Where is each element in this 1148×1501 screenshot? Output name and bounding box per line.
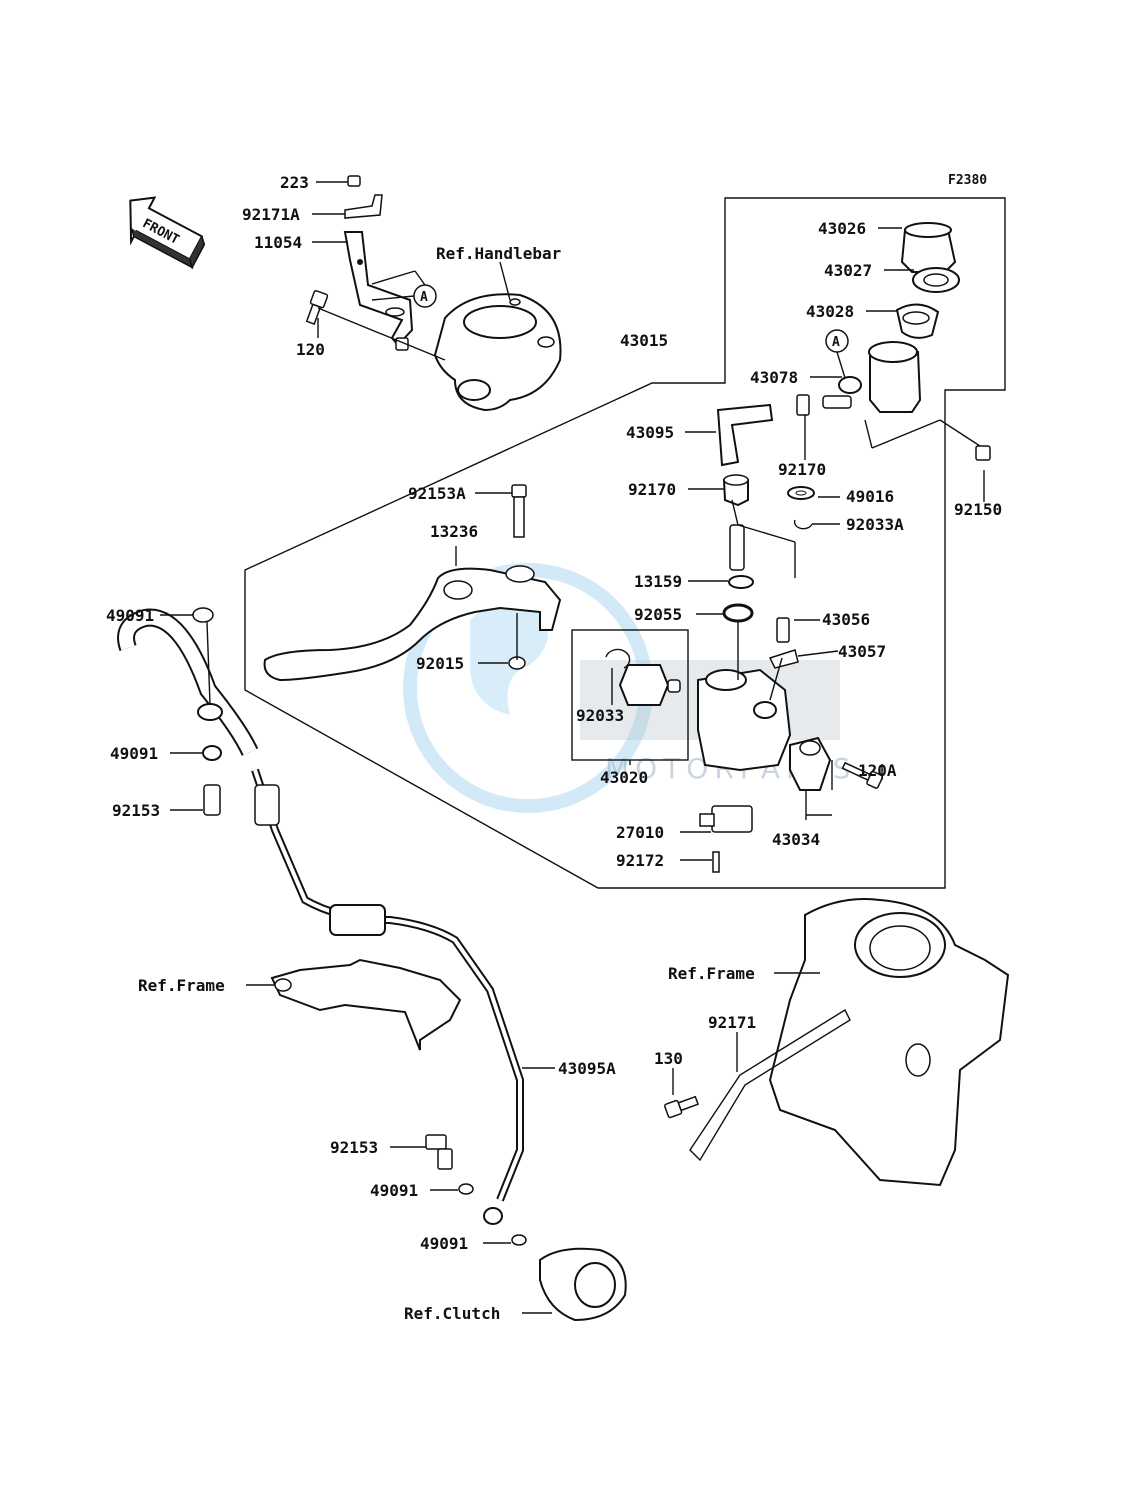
lever-parts <box>263 484 562 682</box>
label-92171: 92171 <box>708 1013 756 1032</box>
label-120A: 120A <box>858 761 897 780</box>
label-43020: 43020 <box>600 768 648 787</box>
label-223: 223 <box>280 173 309 192</box>
svg-text:A: A <box>832 335 840 350</box>
label-49016: 49016 <box>846 487 894 506</box>
figure-code: F2380 <box>948 173 987 188</box>
label-ref-frame-right: Ref.Frame <box>668 964 755 983</box>
label-ref-handlebar: Ref.Handlebar <box>436 244 561 263</box>
label-92033A: 92033A <box>846 515 904 534</box>
label-92150: 92150 <box>954 500 1002 519</box>
label-43078: 43078 <box>750 368 798 387</box>
label-43027: 43027 <box>824 261 872 280</box>
label-92153A: 92153A <box>408 484 466 503</box>
label-92033: 92033 <box>576 706 624 725</box>
callout-a-right: A <box>825 329 849 353</box>
label-43057: 43057 <box>838 642 886 661</box>
label-ref-frame-left: Ref.Frame <box>138 976 225 995</box>
front-arrow-icon: FRONT <box>129 196 206 270</box>
handlebar-bracket-parts <box>305 175 562 412</box>
label-92153-bottom: 92153 <box>330 1138 378 1157</box>
label-49091-top: 49091 <box>106 606 154 625</box>
label-49091-lower: 49091 <box>370 1181 418 1200</box>
cylinder-parts <box>571 474 884 873</box>
label-92170-upper: 92170 <box>778 460 826 479</box>
label-27010: 27010 <box>616 823 664 842</box>
label-ref-clutch: Ref.Clutch <box>404 1304 500 1323</box>
label-43015: 43015 <box>620 331 668 350</box>
label-92171A: 92171A <box>242 205 300 224</box>
label-43028: 43028 <box>806 302 854 321</box>
label-92015: 92015 <box>416 654 464 673</box>
label-43034: 43034 <box>772 830 820 849</box>
handlebar-leader-lines <box>312 181 511 361</box>
label-49091-mid: 49091 <box>110 744 158 763</box>
label-13236: 13236 <box>430 522 478 541</box>
label-92172: 92172 <box>616 851 664 870</box>
label-92170-lower: 92170 <box>628 480 676 499</box>
assembly-outline <box>244 197 1006 889</box>
lever-leader-lines <box>455 488 883 861</box>
label-43026: 43026 <box>818 219 866 238</box>
label-11054: 11054 <box>254 233 302 252</box>
label-49091-bottom: 49091 <box>420 1234 468 1253</box>
label-92055: 92055 <box>634 605 682 624</box>
label-92153-top: 92153 <box>112 801 160 820</box>
label-120: 120 <box>296 340 325 359</box>
label-130: 130 <box>654 1049 683 1068</box>
reservoir-parts <box>716 222 991 467</box>
frame-and-clutch-parts <box>270 898 1010 1322</box>
reservoir-leader-lines <box>685 227 985 502</box>
label-43095A: 43095A <box>558 1059 616 1078</box>
svg-text:A: A <box>420 290 428 305</box>
callout-a-left: A <box>413 284 437 308</box>
label-43095: 43095 <box>626 423 674 442</box>
label-13159: 13159 <box>634 572 682 591</box>
part-labels: 223 92171A 11054 120 Ref.Handlebar 43015… <box>106 173 1002 1323</box>
hose-leader-lines <box>160 614 820 1314</box>
hose-parts <box>117 607 527 1246</box>
label-43056: 43056 <box>822 610 870 629</box>
